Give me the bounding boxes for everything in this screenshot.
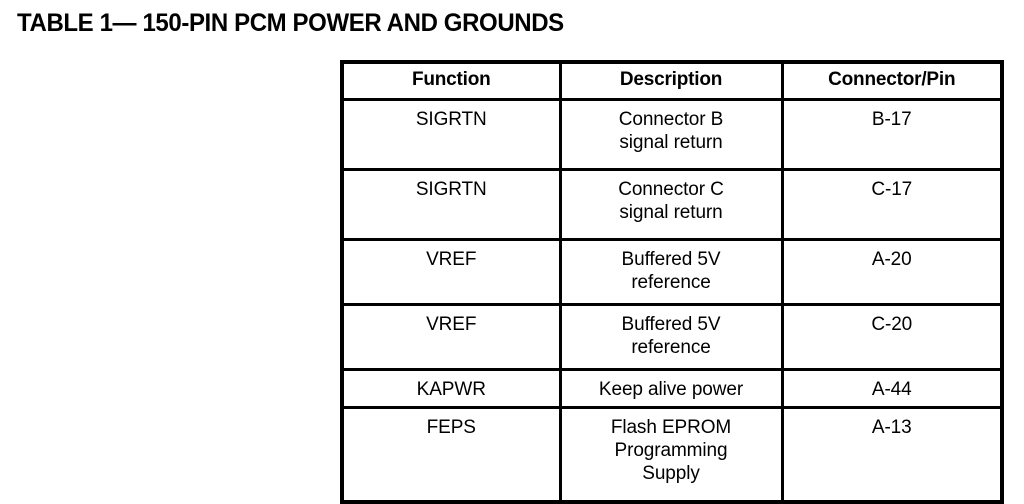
description-line: Keep alive power bbox=[598, 379, 744, 400]
cell-description: Buffered 5V reference bbox=[558, 238, 784, 306]
cell-connector-pin: C-20 bbox=[780, 303, 1004, 371]
cell-description: Keep alive power bbox=[558, 368, 784, 409]
table-row: FEPS Flash EPROM Programming Supply A-13 bbox=[340, 406, 1004, 504]
table-header: Function Description Connector/Pin bbox=[340, 60, 1004, 101]
cell-function: SIGRTN bbox=[340, 98, 562, 171]
description-line: Flash EPROM bbox=[610, 417, 732, 438]
column-header-function: Function bbox=[340, 60, 562, 101]
description-line: Connector B bbox=[618, 109, 724, 130]
table-row: KAPWR Keep alive power A-44 bbox=[340, 368, 1004, 409]
table-body: SIGRTN Connector B signal return B-17 SI… bbox=[340, 98, 1004, 504]
cell-connector-pin: C-17 bbox=[780, 168, 1004, 241]
cell-function: FEPS bbox=[340, 406, 562, 504]
description-line: Buffered 5V bbox=[621, 249, 721, 270]
cell-description: Connector C signal return bbox=[558, 168, 784, 241]
description-line: Supply bbox=[642, 463, 700, 484]
cell-function: VREF bbox=[340, 303, 562, 371]
pcm-power-grounds-table: Function Description Connector/Pin SIGRT… bbox=[340, 60, 1004, 504]
description-line: Programming bbox=[614, 440, 728, 461]
cell-connector-pin: B-17 bbox=[780, 98, 1004, 171]
cell-description: Flash EPROM Programming Supply bbox=[558, 406, 784, 504]
cell-description: Buffered 5V reference bbox=[558, 303, 784, 371]
cell-function: SIGRTN bbox=[340, 168, 562, 241]
cell-function: KAPWR bbox=[340, 368, 562, 409]
cell-connector-pin: A-44 bbox=[780, 368, 1004, 409]
description-line: reference bbox=[631, 272, 711, 293]
table-row: SIGRTN Connector C signal return C-17 bbox=[340, 168, 1004, 241]
cell-description: Connector B signal return bbox=[558, 98, 784, 171]
cell-function: VREF bbox=[340, 238, 562, 306]
description-line: Buffered 5V bbox=[621, 314, 721, 335]
description-line: Connector C bbox=[618, 179, 724, 200]
page-title: TABLE 1— 150-PIN PCM POWER AND GROUNDS bbox=[17, 9, 564, 37]
cell-connector-pin: A-13 bbox=[780, 406, 1004, 504]
column-header-description: Description bbox=[558, 60, 784, 101]
cell-connector-pin: A-20 bbox=[780, 238, 1004, 306]
table-header-row: Function Description Connector/Pin bbox=[340, 60, 1004, 101]
description-line: reference bbox=[631, 337, 711, 358]
table-row: SIGRTN Connector B signal return B-17 bbox=[340, 98, 1004, 171]
table-row: VREF Buffered 5V reference A-20 bbox=[340, 238, 1004, 306]
column-header-connector-pin: Connector/Pin bbox=[780, 60, 1004, 101]
description-line: signal return bbox=[619, 202, 723, 223]
description-line: signal return bbox=[619, 132, 723, 153]
table-row: VREF Buffered 5V reference C-20 bbox=[340, 303, 1004, 371]
